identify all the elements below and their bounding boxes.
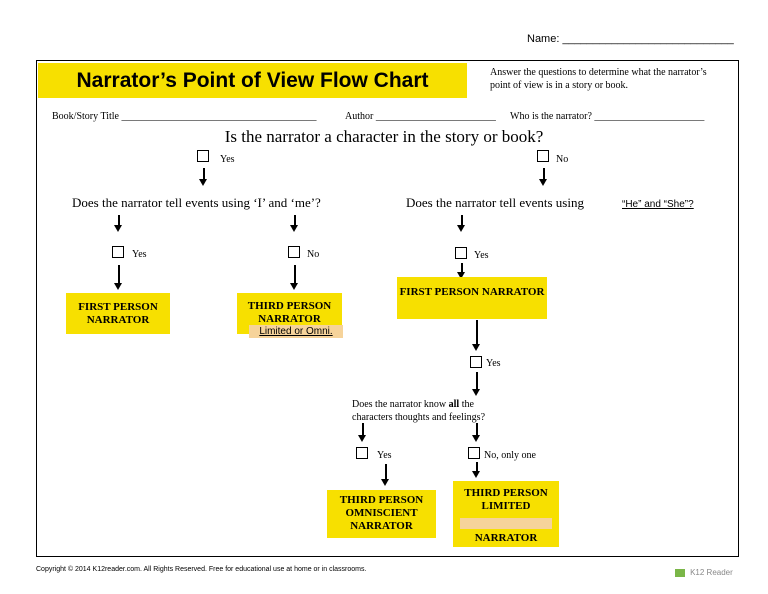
arrow-head: [472, 471, 480, 478]
arrow-head: [457, 272, 465, 279]
k12-reader-logo: K12 Reader: [675, 562, 733, 581]
narrator-field[interactable]: Who is the narrator? ___________________…: [510, 111, 705, 122]
knows-yes-checkbox[interactable]: [470, 356, 482, 368]
right-question: Does the narrator tell events using: [406, 195, 584, 210]
arrow-head: [114, 283, 122, 290]
knows-question-part2: the: [461, 399, 474, 410]
logo-text: K12 Reader: [690, 568, 733, 577]
arrow-line: [294, 265, 296, 283]
limited-no-label: No, only one: [484, 450, 536, 461]
left-yes-label: Yes: [132, 249, 147, 260]
instructions: Answer the questions to determine what t…: [490, 67, 707, 91]
third-person-omniscient-box: THIRD PERSON OMNISCIENT NARRATOR: [327, 490, 436, 538]
main-yes-checkbox[interactable]: [197, 150, 209, 162]
left-yes-checkbox[interactable]: [112, 246, 124, 258]
limited-no-checkbox[interactable]: [468, 447, 480, 459]
arrow-line: [461, 215, 463, 225]
arrow-line: [476, 320, 478, 344]
right-yes-label: Yes: [474, 250, 489, 261]
omniscient-yes-label: Yes: [377, 450, 392, 461]
arrow-head: [539, 179, 547, 186]
omniscient-yes-checkbox[interactable]: [356, 447, 368, 459]
third-person-omniscient-label: THIRD PERSON OMNISCIENT NARRATOR: [339, 494, 424, 532]
logo-icon: [675, 568, 685, 577]
arrow-head: [472, 389, 480, 396]
book-title-field[interactable]: Book/Story Title _______________________…: [52, 111, 317, 122]
third-person-limited-narrator-label: NARRATOR: [474, 532, 538, 544]
first-person-narrator-right-box: FIRST PERSON NARRATOR: [397, 277, 547, 319]
arrow-line: [476, 462, 478, 471]
arrow-head: [199, 179, 207, 186]
limited-or-omni-note: Limited or Omni.: [249, 325, 343, 338]
first-person-narrator-right-label: FIRST PERSON NARRATOR: [399, 286, 545, 298]
author-field[interactable]: Author ________________________: [345, 111, 496, 122]
arrow-line: [118, 215, 120, 225]
worksheet-frame: [36, 60, 739, 557]
knows-question-part1: Does the narrator know: [352, 399, 447, 410]
main-question: Is the narrator a character in the story…: [224, 127, 544, 146]
arrow-line: [476, 372, 478, 389]
arrow-head: [114, 225, 122, 232]
arrow-head: [472, 344, 480, 351]
arrow-head: [290, 283, 298, 290]
arrow-head: [457, 225, 465, 232]
left-no-checkbox[interactable]: [288, 246, 300, 258]
left-no-label: No: [307, 249, 320, 260]
copyright-footer: Copyright © 2014 K12reader.com. All Righ…: [36, 566, 367, 573]
knows-question-part3: characters thoughts and feelings?: [352, 412, 486, 423]
arrow-head: [358, 435, 366, 442]
arrow-head: [381, 479, 389, 486]
arrow-line: [476, 423, 478, 436]
third-person-limited-label: THIRD PERSON LIMITED: [464, 487, 548, 512]
page-title: Narrator’s Point of View Flow Chart: [38, 63, 467, 98]
arrow-line: [543, 168, 545, 179]
arrow-head: [472, 435, 480, 442]
knows-yes-label: Yes: [486, 358, 501, 369]
third-person-limited-box: THIRD PERSON LIMITED NARRATOR: [453, 481, 559, 547]
knows-question-emphasis: all: [448, 399, 460, 410]
right-question-answer: “He” and “She”?: [622, 199, 694, 210]
first-person-narrator-label: FIRST PERSON NARRATOR: [78, 301, 158, 326]
limited-note-strip: [460, 518, 552, 529]
arrow-line: [118, 265, 120, 283]
arrow-line: [294, 215, 296, 225]
arrow-head: [290, 225, 298, 232]
arrow-line: [461, 263, 463, 272]
third-person-narrator-label: THIRD PERSON NARRATOR: [247, 300, 332, 325]
arrow-line: [362, 423, 364, 436]
arrow-line: [385, 464, 387, 480]
knows-question: Does the narrator know all the character…: [352, 398, 512, 424]
main-no-label: No: [556, 154, 569, 165]
first-person-narrator-box: FIRST PERSON NARRATOR: [66, 293, 170, 334]
left-question: Does the narrator tell events using ‘I’ …: [72, 195, 321, 210]
main-yes-label: Yes: [220, 154, 235, 165]
name-field[interactable]: Name: ____________________________: [527, 33, 734, 45]
right-yes-checkbox[interactable]: [455, 247, 467, 259]
main-no-checkbox[interactable]: [537, 150, 549, 162]
arrow-line: [203, 168, 205, 179]
